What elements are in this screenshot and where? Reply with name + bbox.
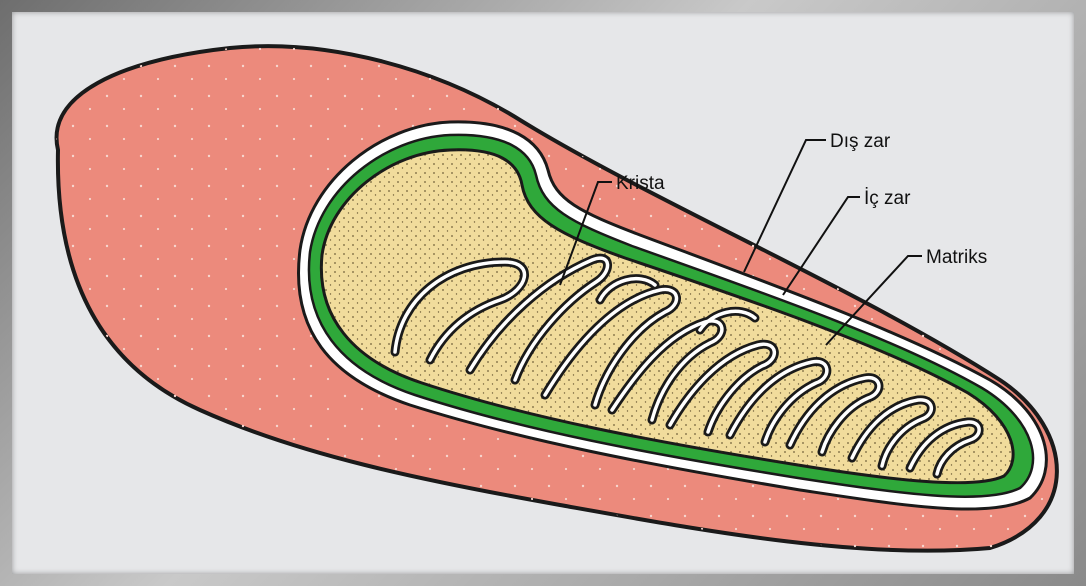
label-dis-zar: Dış zar <box>830 131 891 152</box>
label-matriks: Matriks <box>926 247 987 268</box>
label-ic-zar: İç zar <box>864 188 911 209</box>
label-krista: Krista <box>616 173 665 194</box>
